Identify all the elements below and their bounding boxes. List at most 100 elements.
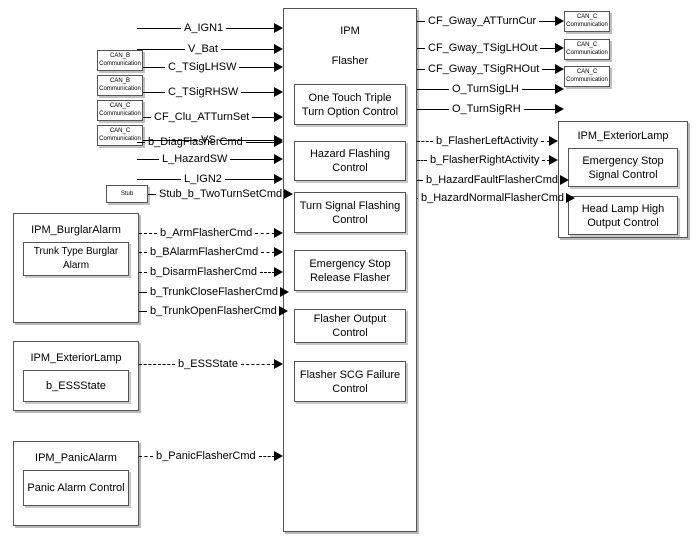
signal-lead-line	[137, 178, 181, 180]
can-box-sub-label: Communication	[566, 76, 608, 83]
source-child-panic-alarm-control[interactable]: Panic Alarm Control	[23, 470, 129, 506]
output-signal-row-b-flasherrightactivity[interactable]: b_FlasherRightActivity	[417, 153, 558, 167]
stub-box-two-turn-set-cmd[interactable]: Stub	[106, 185, 148, 203]
subblock-emergency-stop-release-flasher[interactable]: Emergency Stop Release Flasher	[294, 250, 406, 291]
can-box-type-label: CAN_C	[109, 103, 131, 109]
signal-lead-line	[417, 179, 423, 181]
arrowhead-icon	[274, 87, 283, 97]
can-box-sub-label: Communication	[99, 60, 141, 67]
input-signal-row-l-ign2[interactable]: L_IGN2	[137, 172, 283, 186]
input-signal-label: Stub_b_TwoTurnSetCmd	[159, 188, 283, 200]
output-signal-row-o-turnsigrh[interactable]: O_TurnSigRH	[417, 102, 564, 116]
input-signal-label: b_TrunkCloseFlasherCmd	[150, 286, 278, 298]
arrowhead-icon	[555, 43, 564, 53]
arrowhead-icon	[274, 154, 283, 164]
can-box-sub-label: Communication	[99, 135, 141, 142]
input-signal-label: b_PanicFlasherCmd	[156, 450, 256, 462]
sink-child-head-lamp-high-output-control[interactable]: Head Lamp High Output Control	[568, 196, 678, 235]
signal-lead-line	[139, 310, 147, 312]
input-signal-row-b-panicflashercmd[interactable]: b_PanicFlasherCmd	[139, 449, 283, 463]
input-signal-row[interactable]: C_TSigLHSW	[143, 60, 283, 74]
output-signal-label: O_TurnSigLH	[452, 83, 519, 95]
input-signal-label: b_DisarmFlasherCmd	[150, 266, 257, 278]
input-signal-label: L_IGN2	[184, 173, 222, 185]
signal-tail-line	[239, 66, 275, 68]
output-signal-label: b_FlasherRightActivity	[430, 154, 540, 166]
output-signal-row-b-hazardfaultflashercmd[interactable]: b_HazardFaultFlasherCmd	[417, 173, 570, 187]
subblock-flasher-scg-failure-control[interactable]: Flasher SCG Failure Control	[294, 361, 406, 402]
input-signal-label: C_TSigLHSW	[168, 61, 237, 73]
source-block-title: IPM_BurglarAlarm	[31, 224, 121, 236]
can-box-sub-label: Communication	[566, 21, 608, 28]
input-signal-row-b-armflashercmd[interactable]: b_ArmFlasherCmd	[139, 226, 283, 240]
signal-tail-line	[540, 47, 556, 49]
input-signal-row[interactable]: V_Bat	[137, 42, 283, 56]
output-signal-row-cf-gway-atturncur[interactable]: CF_Gway_ATTurnCur	[417, 14, 564, 28]
input-signal-row[interactable]: CF_Clu_ATTurnSet	[143, 110, 283, 124]
subblock-flasher-output-control[interactable]: Flasher Output Control	[294, 309, 406, 343]
arrowhead-icon	[560, 175, 570, 185]
input-signal-label: b_TrunkOpenFlasherCmd	[150, 305, 277, 317]
signal-lead-line	[143, 91, 165, 93]
arrowhead-icon	[274, 247, 283, 257]
arrowhead-icon	[555, 84, 564, 94]
signal-lead-line	[148, 193, 156, 195]
signal-tail-line	[241, 91, 275, 93]
can-box-input-c-tsigrhsw[interactable]: CAN_B Communication	[97, 75, 143, 96]
output-signal-row-o-turnsiglh[interactable]: O_TurnSigLH	[417, 82, 564, 96]
signal-tail-line	[542, 68, 556, 70]
arrowhead-icon	[274, 174, 283, 184]
signal-lead-line	[139, 271, 147, 273]
main-block-title-line2: Flasher	[331, 55, 369, 67]
source-child-trunk-type-burglar-alarm[interactable]: Trunk Type Burglar Alarm	[23, 242, 129, 276]
can-box-output-cf-gway-tsiglhout[interactable]: CAN_C Communication	[564, 39, 610, 60]
signal-tail-line	[261, 251, 275, 253]
input-signal-label: b_BAlarmFlasherCmd	[150, 246, 259, 258]
input-signal-row-b-balarmflashercmd[interactable]: b_BAlarmFlasherCmd	[139, 245, 283, 259]
arrowhead-icon	[555, 16, 564, 26]
arrowhead-icon	[274, 359, 283, 369]
output-signal-row-cf-gway-tsiglhout[interactable]: CF_Gway_TSigLHOut	[417, 41, 564, 55]
input-signal-row-b-disarmflashercmd[interactable]: b_DisarmFlasherCmd	[139, 265, 283, 279]
output-signal-row-b-hazardnormalflashercmd[interactable]: b_HazardNormalFlasherCmd	[417, 191, 576, 205]
can-box-input-cf-clu-atturnset[interactable]: CAN_C Communication	[97, 100, 143, 121]
output-signal-label: CF_Gway_ATTurnCur	[428, 15, 537, 27]
can-box-output-cf-gway-atturncur[interactable]: CAN_C Communication	[564, 11, 610, 32]
input-signal-row-l-hazardsw[interactable]: L_HazardSW	[137, 152, 283, 166]
output-signal-label: O_TurnSigRH	[452, 103, 521, 115]
arrowhead-icon	[279, 287, 289, 297]
can-box-input-c-tsiglhsw[interactable]: CAN_B Communication	[97, 50, 143, 71]
source-block-title: IPM_PanicAlarm	[35, 452, 117, 464]
can-box-type-label: CAN_C	[109, 128, 131, 134]
arrowhead-icon	[274, 62, 283, 72]
input-signal-row[interactable]: C_TSigRHSW	[143, 85, 283, 99]
can-box-output-cf-gway-tsigrhout[interactable]: CAN_C Communication	[564, 66, 610, 87]
can-box-input-vs[interactable]: CAN_C Communication	[97, 125, 143, 146]
signal-tail-line	[541, 140, 550, 142]
input-signal-row-b-essstate[interactable]: b_ESSState	[139, 357, 283, 371]
output-signal-row-b-flasherleftactivity[interactable]: b_FlasherLeftActivity	[417, 134, 558, 148]
source-child-b-essstate[interactable]: b_ESSState	[23, 370, 129, 402]
signal-lead-line	[417, 88, 449, 90]
arrowhead-icon	[566, 193, 576, 203]
sink-child-emergency-stop-signal-control[interactable]: Emergency Stop Signal Control	[568, 148, 678, 187]
input-signal-row-b-trunkopenflashercmd[interactable]: b_TrunkOpenFlasherCmd	[139, 304, 288, 318]
input-signal-row-stub-b-twoturnsetcmd[interactable]: Stub_b_TwoTurnSetCmd	[148, 187, 294, 201]
signal-lead-line	[143, 66, 165, 68]
signal-lead-line	[417, 108, 449, 110]
arrowhead-icon	[278, 306, 288, 316]
output-signal-row-cf-gway-tsigrhout[interactable]: CF_Gway_TSigRHOut	[417, 62, 564, 76]
signal-tail-line	[218, 139, 275, 141]
subblock-turn-signal-flashing-control[interactable]: Turn Signal Flashing Control	[294, 192, 406, 233]
signal-tail-line	[521, 88, 556, 90]
input-signal-row-b-diagflashercmd[interactable]: b_DiagFlasherCmd	[137, 135, 283, 149]
input-signal-row[interactable]: A_IGN1	[137, 21, 283, 35]
input-signal-row-b-trunkcloseflashercmd[interactable]: b_TrunkCloseFlasherCmd	[139, 285, 289, 299]
signal-lead-line	[143, 116, 151, 118]
can-box-sub-label: Communication	[566, 49, 608, 56]
subblock-one-touch-triple-turn-option-control[interactable]: One Touch Triple Turn Option Control	[294, 84, 406, 125]
can-box-type-label: CAN_C	[576, 69, 598, 75]
subblock-hazard-flashing-control[interactable]: Hazard Flashing Control	[294, 141, 406, 181]
signal-lead-line	[139, 455, 153, 457]
